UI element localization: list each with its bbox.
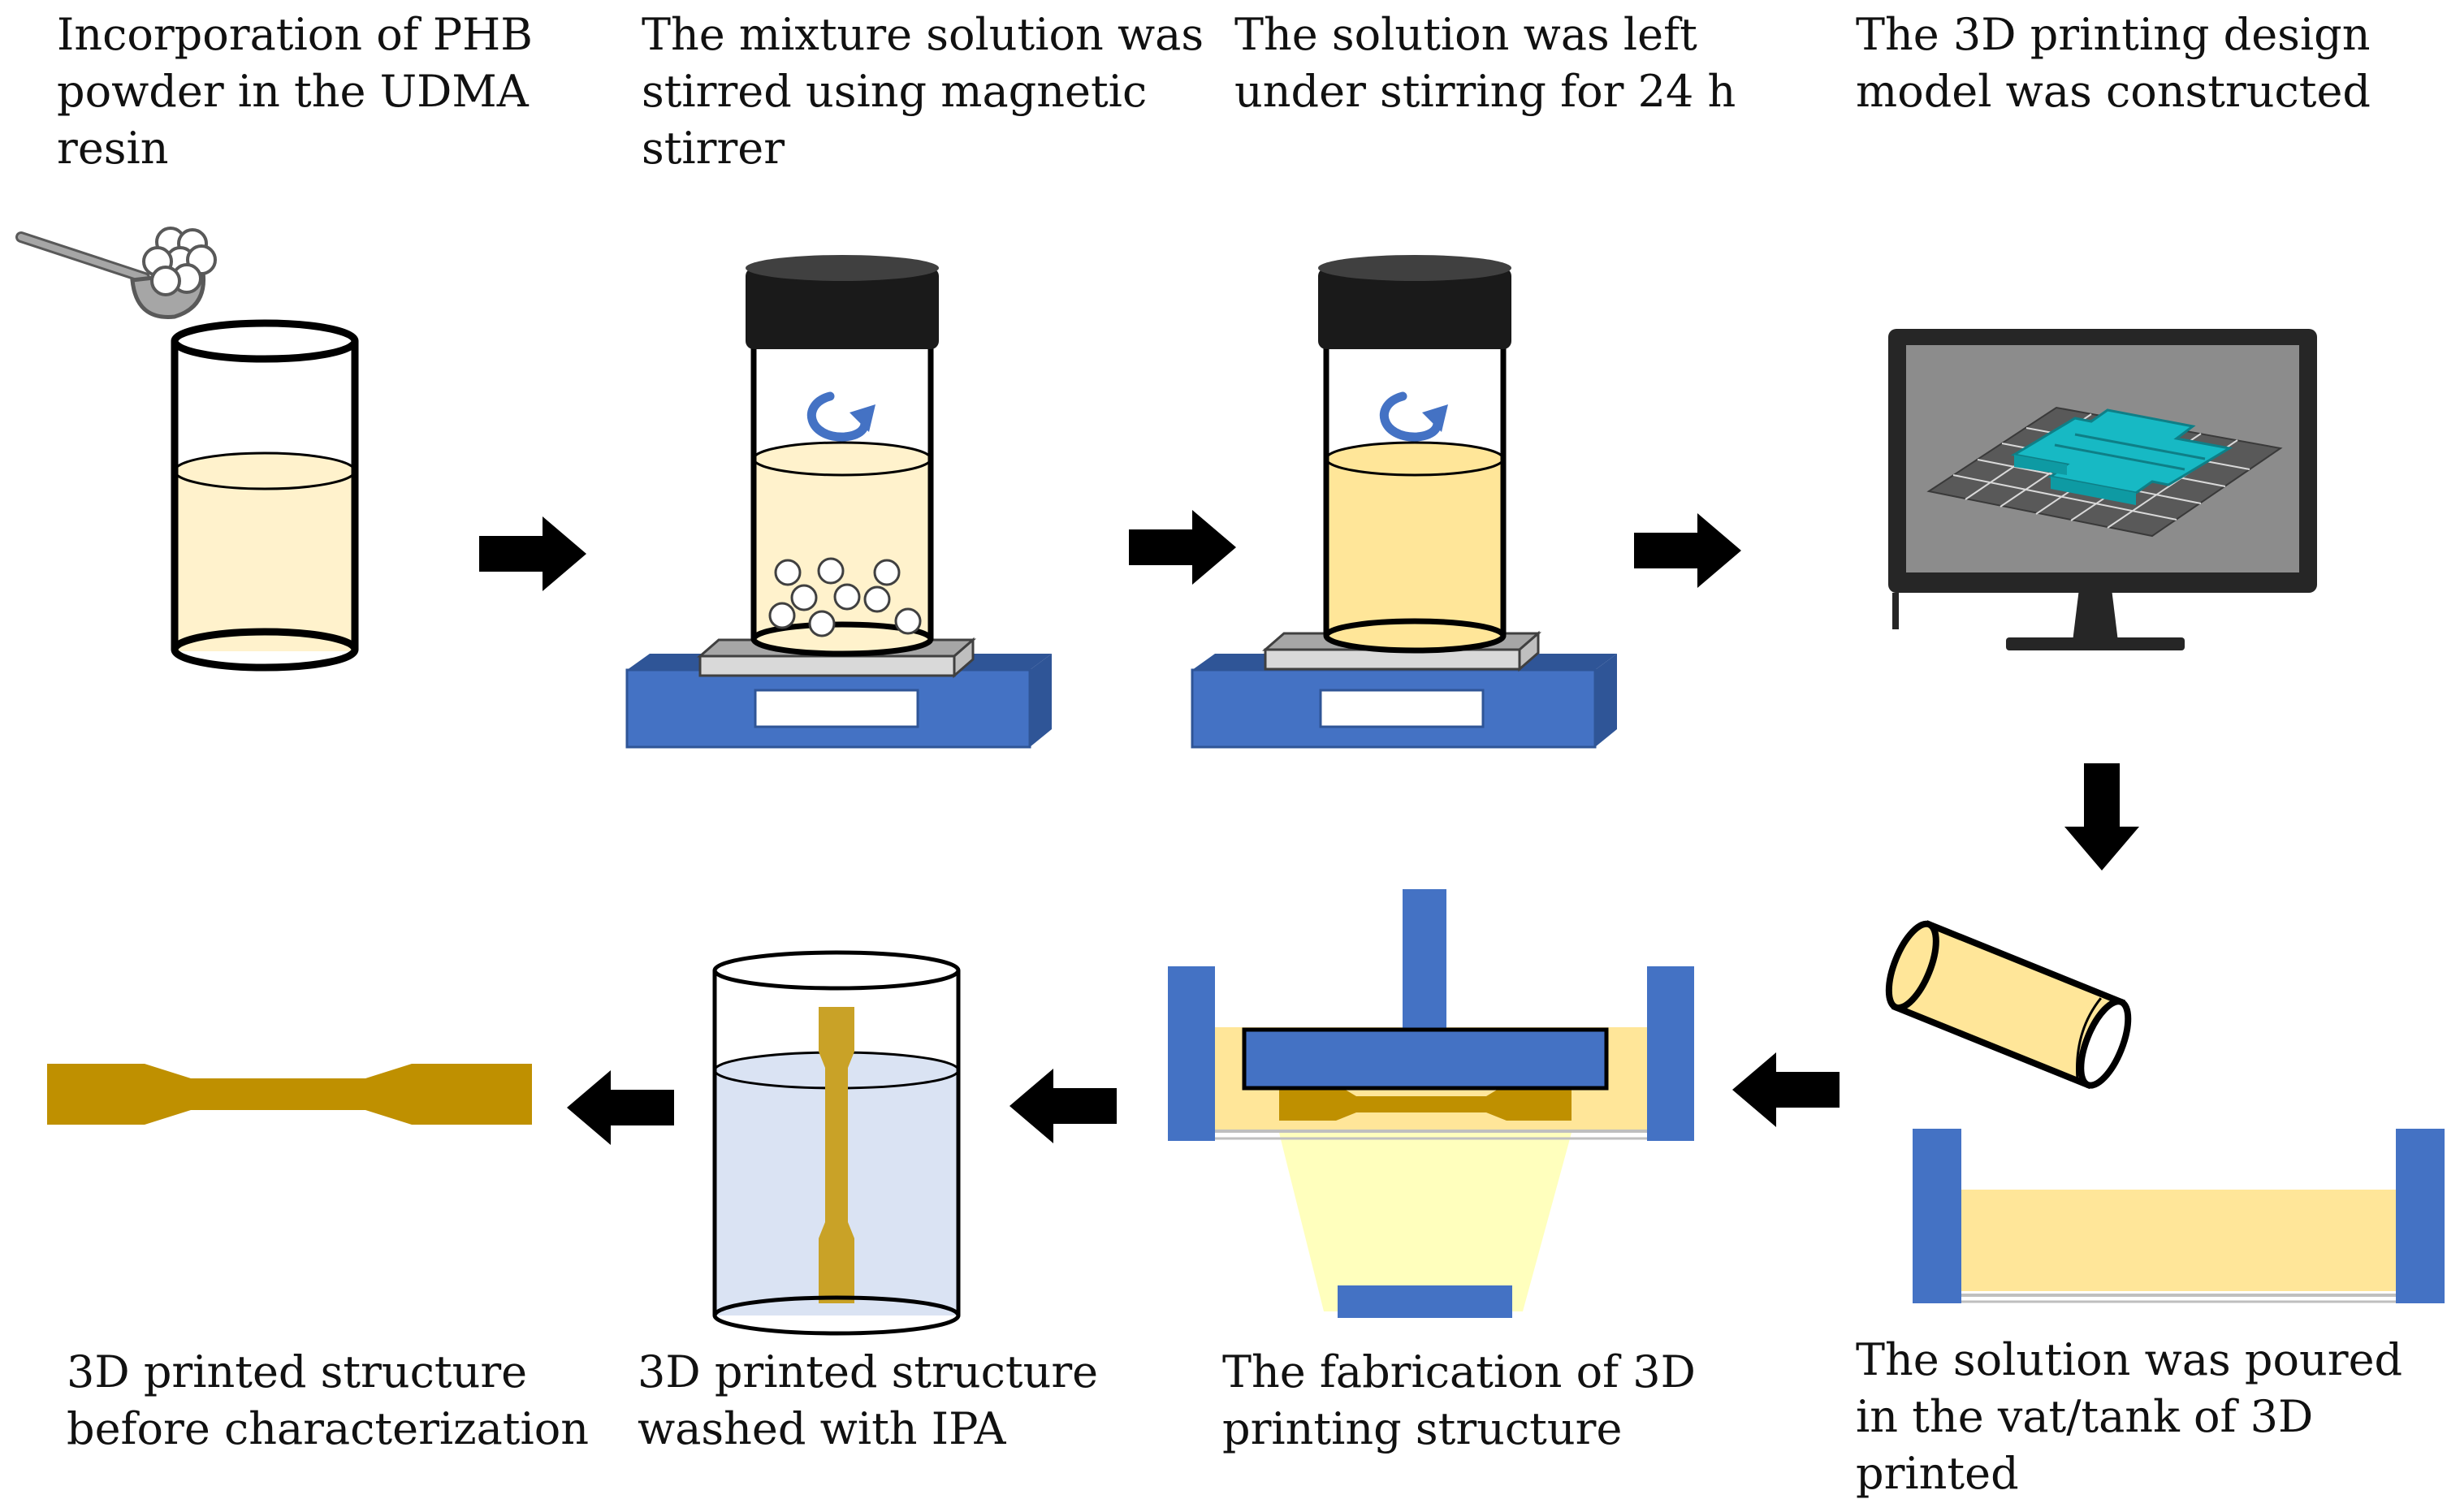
flow-arrow-icon bbox=[2064, 763, 2139, 870]
flow-arrow-icon bbox=[479, 516, 586, 591]
flow-arrow-icon bbox=[1009, 1069, 1117, 1143]
stirring-vial bbox=[746, 255, 939, 657]
step4-caption: The 3D printing design model was constru… bbox=[1856, 9, 2371, 117]
flow-arrow-icon bbox=[1634, 513, 1741, 588]
step8-caption: 3D printed structure before characteriza… bbox=[67, 1346, 590, 1454]
flow-arrow-icon bbox=[567, 1070, 674, 1145]
magnetic-stirrer-icon bbox=[625, 637, 1052, 749]
vat-icon bbox=[1913, 1129, 2445, 1303]
dogbone-specimen-icon bbox=[47, 1064, 532, 1125]
beaker-icon bbox=[171, 319, 359, 672]
pouring-vial bbox=[1885, 920, 2132, 1090]
step2-caption: The mixture solution was stirred using m… bbox=[642, 9, 1204, 174]
scoop-icon bbox=[15, 227, 217, 319]
flow-arrow-icon bbox=[1129, 510, 1236, 585]
printer-platform-icon bbox=[1168, 889, 1694, 1318]
stirring-vial bbox=[1318, 255, 1511, 654]
ipa-beaker bbox=[712, 950, 961, 1336]
step7-caption: 3D printed structure washed with IPA bbox=[638, 1346, 1099, 1454]
step6-caption: The fabrication of 3D printing structure bbox=[1222, 1346, 1696, 1454]
step5-caption: The solution was poured in the vat/tank … bbox=[1856, 1334, 2403, 1499]
flow-arrow-icon bbox=[1732, 1052, 1840, 1127]
step3-caption: The solution was left under stirring for… bbox=[1234, 9, 1736, 117]
step1-caption: Incorporation of PHB powder in the UDMA … bbox=[57, 9, 533, 174]
stir-rotation-icon bbox=[806, 391, 875, 442]
monitor-icon bbox=[1888, 329, 2317, 650]
stir-rotation-icon bbox=[1379, 391, 1448, 442]
